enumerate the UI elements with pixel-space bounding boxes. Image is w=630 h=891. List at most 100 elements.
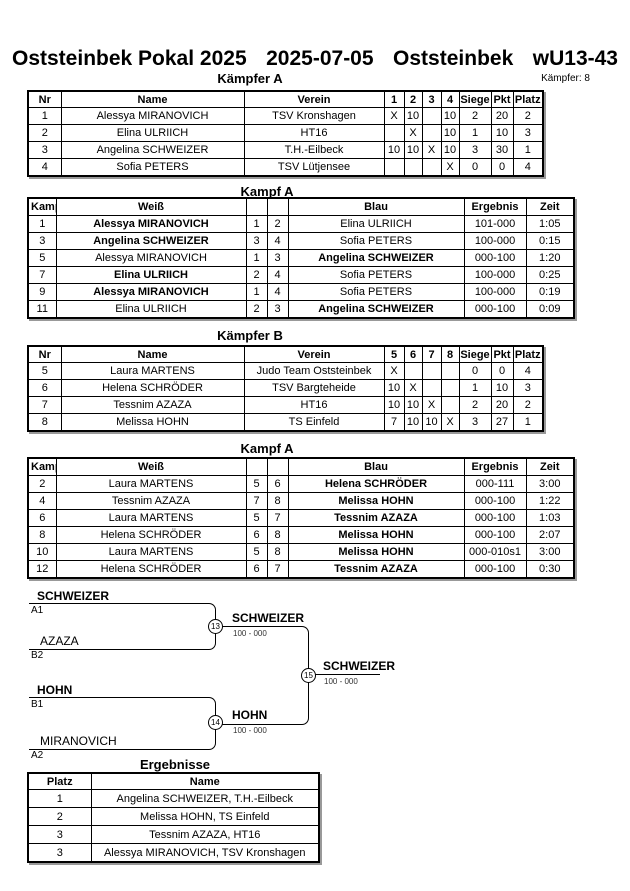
cell-pkt: 10 <box>490 124 514 142</box>
cell-verein: T.H.-Eilbeck <box>243 141 385 159</box>
table-row: 1 Alessya MIRANOVICH TSV Kronshagen X 10… <box>27 107 544 125</box>
cell-siege: 3 <box>458 141 492 159</box>
cell-zeit: 2:07 <box>525 526 575 544</box>
cell-weiss: Laura MARTENS <box>55 509 247 527</box>
col-3: 3 <box>421 90 442 108</box>
cell-verein: TSV Lütjensee <box>243 158 385 177</box>
cell-zeit: 0:19 <box>525 283 575 301</box>
cell-weiss: Laura MARTENS <box>55 543 247 561</box>
cell-result <box>383 158 405 177</box>
cell-weiss-nr: 2 <box>245 300 268 319</box>
match-row: 9 Alessya MIRANOVICH 1 4 Sofia PETERS 10… <box>27 283 575 301</box>
cell-ergebnis: 000-100 <box>463 249 527 267</box>
match-row: 6 Laura MARTENS 5 7 Tessnim AZAZA 000-10… <box>27 509 575 527</box>
results-header-row: Platz Name <box>27 772 320 790</box>
col-platz: Platz <box>27 772 92 790</box>
cell-result: 10 <box>440 124 460 142</box>
cell-kampf-nr: 10 <box>27 543 57 561</box>
cell-name: Sofia PETERS <box>60 158 245 177</box>
match-a-header-row: Kampf Weiß Blau Ergebnis Zeit <box>27 197 575 216</box>
cell-ergebnis: 000-100 <box>463 300 527 319</box>
bracket-match-number: 15 <box>301 668 316 683</box>
col-weiss: Weiß <box>55 197 247 216</box>
cell-pkt: 10 <box>490 379 514 397</box>
cell-weiss: Angelina SCHWEIZER <box>55 232 247 250</box>
cell-zeit: 1:22 <box>525 492 575 510</box>
cell-result: 10 <box>383 379 405 397</box>
cell-kampf-nr: 2 <box>27 475 57 493</box>
bracket-slot-seed: B2 <box>31 650 44 661</box>
table-row: 3 Angelina SCHWEIZER T.H.-Eilbeck 10 10 … <box>27 141 544 159</box>
col-name: Name <box>90 772 320 790</box>
cell-kampf-nr: 3 <box>27 232 57 250</box>
results-table: Platz Name 1 Angelina SCHWEIZER, T.H.-Ei… <box>27 772 320 863</box>
cell-weiss-nr: 1 <box>245 283 268 301</box>
cell-result <box>440 396 460 414</box>
col-weiss: Weiß <box>55 457 247 476</box>
cell-blau-nr: 8 <box>266 543 289 561</box>
bracket-winner-name: HOHN <box>232 708 268 722</box>
cell-ergebnis: 101-000 <box>463 215 527 233</box>
cell-nr: 3 <box>27 141 62 159</box>
cell-platz: 2 <box>27 807 92 826</box>
section-title-kampf-a1: Kampf A <box>240 184 294 199</box>
match-table-a: Kampf Weiß Blau Ergebnis Zeit 1 Alessya … <box>27 197 575 319</box>
cell-result <box>403 362 423 380</box>
cell-blau: Melissa HOHN <box>287 543 465 561</box>
bracket-match-number: 13 <box>208 619 223 634</box>
col-blau: Blau <box>287 197 465 216</box>
table-row: 8 Melissa HOHN TS Einfeld 7 10 10 X 3 27… <box>27 413 544 432</box>
bracket-champion-line <box>308 674 380 675</box>
cell-nr: 8 <box>27 413 62 432</box>
bracket-slot-seed: B1 <box>31 699 44 710</box>
cell-ergebnis: 100-000 <box>463 283 527 301</box>
cell-ergebnis: 000-100 <box>463 492 527 510</box>
cell-blau: Sofia PETERS <box>287 266 465 284</box>
col-name: Name <box>60 345 245 363</box>
match-row: 4 Tessnim AZAZA 7 8 Melissa HOHN 000-100… <box>27 492 575 510</box>
cell-blau: Elina ULRIICH <box>287 215 465 233</box>
cell-result: X <box>421 396 442 414</box>
result-row: 1 Angelina SCHWEIZER, T.H.-Eilbeck <box>27 789 320 808</box>
pool-table-a: Nr Name Verein 1 2 3 4 Siege Pkt Platz 1… <box>27 90 544 177</box>
cell-platz: 3 <box>512 124 544 142</box>
section-title-kampf-a2: Kampf A <box>240 441 294 456</box>
match-row: 3 Angelina SCHWEIZER 3 4 Sofia PETERS 10… <box>27 232 575 250</box>
cell-blau: Melissa HOHN <box>287 492 465 510</box>
col-nr: Nr <box>27 345 62 363</box>
section-title-kaempfer-b: Kämpfer B <box>217 328 283 343</box>
cell-platz: 2 <box>512 396 544 414</box>
cell-result: 10 <box>403 413 423 432</box>
col-nr: Nr <box>27 90 62 108</box>
cell-platz: 4 <box>512 362 544 380</box>
col-blau-nr <box>266 197 289 216</box>
cell-pkt: 30 <box>490 141 514 159</box>
cell-blau-nr: 4 <box>266 232 289 250</box>
match-table-b: Kampf Weiß Blau Ergebnis Zeit 2 Laura MA… <box>27 457 575 579</box>
cell-nr: 1 <box>27 107 62 125</box>
cell-ergebnis: 100-000 <box>463 266 527 284</box>
col-ergebnis: Ergebnis <box>463 457 527 476</box>
cell-pkt: 20 <box>490 396 514 414</box>
cell-platz: 3 <box>512 379 544 397</box>
cell-zeit: 1:05 <box>525 215 575 233</box>
result-row: 3 Tessnim AZAZA, HT16 <box>27 825 320 844</box>
cell-name: Helena SCHRÖDER <box>60 379 245 397</box>
cell-weiss-nr: 2 <box>245 266 268 284</box>
cell-name: Angelina SCHWEIZER, T.H.-Eilbeck <box>90 789 320 808</box>
cell-result: X <box>421 141 442 159</box>
bracket-winner-name: SCHWEIZER <box>232 611 304 625</box>
cell-result <box>421 124 442 142</box>
table-row: 6 Helena SCHRÖDER TSV Bargteheide 10 X 1… <box>27 379 544 397</box>
col-7: 7 <box>421 345 442 363</box>
match-row: 7 Elina ULRIICH 2 4 Sofia PETERS 100-000… <box>27 266 575 284</box>
match-b-header-row: Kampf Weiß Blau Ergebnis Zeit <box>27 457 575 476</box>
cell-zeit: 1:20 <box>525 249 575 267</box>
cell-verein: TS Einfeld <box>243 413 385 432</box>
cell-verein: TSV Bargteheide <box>243 379 385 397</box>
cell-name: Angelina SCHWEIZER <box>60 141 245 159</box>
cell-result: 10 <box>440 107 460 125</box>
cell-result <box>421 158 442 177</box>
cell-result: X <box>403 124 423 142</box>
col-1: 1 <box>383 90 405 108</box>
